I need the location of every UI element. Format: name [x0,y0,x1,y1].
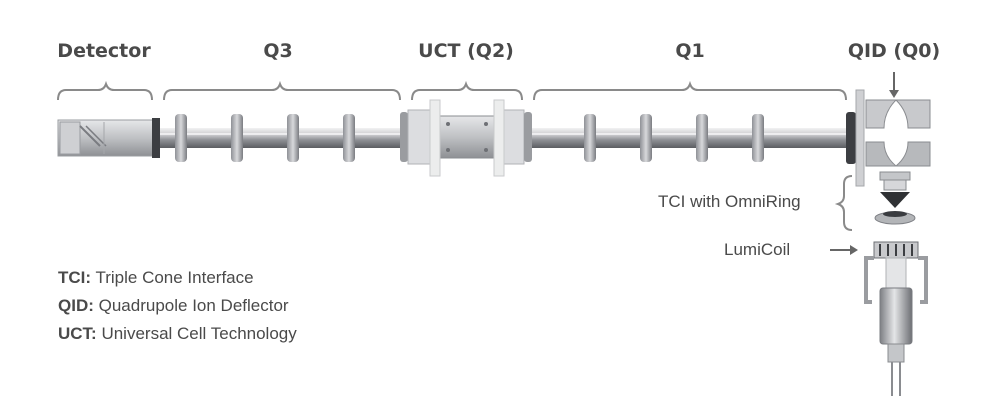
uct-brace [411,80,523,101]
qid-arrow [889,72,899,98]
legend-row-tci: TCI: Triple Cone Interface [58,264,297,292]
q3-rings [175,114,355,162]
qid-deflector [846,89,931,187]
legend-key: QID: [58,296,94,315]
tci-cones [874,171,916,225]
legend-key: TCI: [58,268,92,287]
legend-text: Universal Cell Technology [101,324,297,343]
lumicoil-torch [864,241,928,396]
detector-body [57,118,160,158]
legend: TCI: Triple Cone Interface QID: Quadrupo… [58,264,297,348]
qid-label: QID (Q0) [847,40,941,62]
q1-label: Q1 [675,40,705,62]
uct-cell [400,99,532,177]
tci-brace [834,175,853,231]
q3-label: Q3 [263,40,293,62]
q1-brace [533,80,847,101]
detector-label: Detector [57,40,151,62]
legend-text: Quadrupole Ion Deflector [98,296,289,315]
lumicoil-callout: LumiCoil [724,240,791,259]
detector-brace [57,80,153,101]
q1-rings [584,114,764,162]
legend-key: UCT: [58,324,97,343]
tci-callout: TCI with OmniRing [658,192,801,211]
q3-brace [163,80,401,101]
legend-text: Triple Cone Interface [95,268,254,287]
section-braces [57,80,847,101]
lumicoil-arrow [830,245,858,255]
legend-row-qid: QID: Quadrupole Ion Deflector [58,292,297,320]
legend-row-uct: UCT: Universal Cell Technology [58,320,297,348]
uct-label: UCT (Q2) [418,40,514,62]
